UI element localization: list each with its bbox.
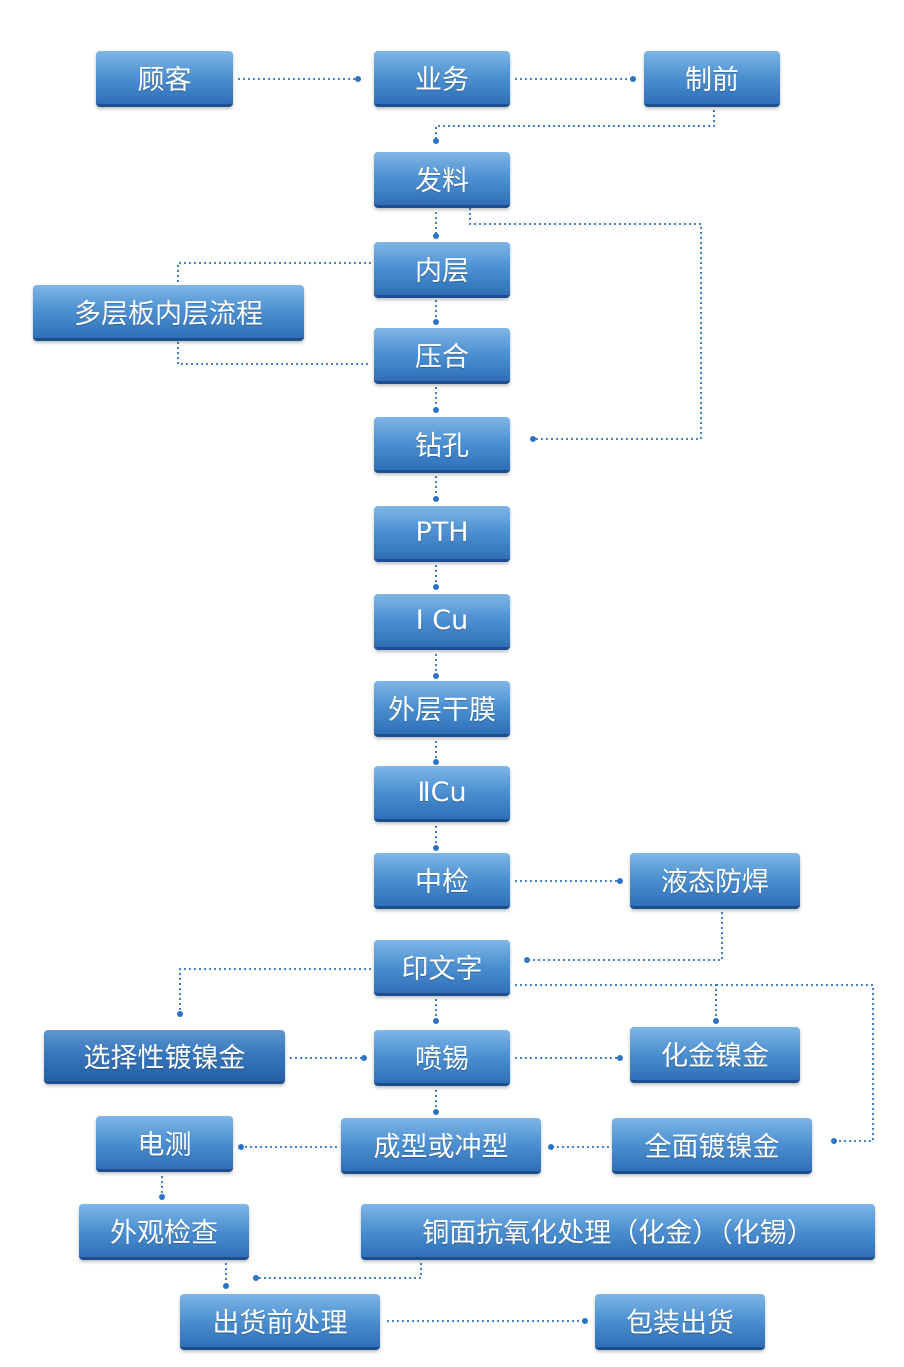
node-full-nickel-gold: 全面镀镍金 [612, 1118, 812, 1174]
connector-material-drilling [469, 208, 702, 440]
node-enig: 化金镍金 [630, 1027, 800, 1083]
node-lamination: 压合 [374, 328, 510, 384]
node-packing-shipping: 包装出货 [595, 1294, 765, 1350]
connector-multilayer-lamination [177, 342, 371, 365]
node-material-issue: 发料 [374, 152, 510, 208]
connector-legend-enig [515, 984, 717, 1021]
node-preproduction: 制前 [644, 51, 780, 107]
connector-dot [582, 1318, 588, 1324]
connector-legend-fullgold [716, 984, 874, 1142]
connector-dot [433, 584, 439, 590]
connector-dot [433, 1018, 439, 1024]
connector-dot [433, 673, 439, 679]
node-sales: 业务 [374, 51, 510, 107]
connector-dot [713, 1018, 719, 1024]
connector-dot [361, 1055, 367, 1061]
node-forming-punching: 成型或冲型 [341, 1118, 541, 1174]
node-multilayer-inner-process: 多层板内层流程 [33, 285, 304, 341]
connector-soldermask-legend [527, 912, 723, 961]
node-outer-dry-film: 外层干膜 [374, 681, 510, 737]
connector-dot [433, 759, 439, 765]
node-drilling: 钻孔 [374, 417, 510, 473]
connector-legend-selective [179, 968, 371, 1014]
connector-dot [355, 76, 361, 82]
connector-dot [617, 878, 623, 884]
node-copper-2: ⅡCu [374, 766, 510, 822]
node-customer: 顾客 [96, 51, 233, 107]
connector-dot [548, 1144, 554, 1150]
connector-dot [253, 1275, 259, 1281]
node-osp: 铜面抗氧化处理（化金）（化锡） [361, 1204, 875, 1260]
connector-preproduction-material [435, 110, 715, 141]
node-pre-shipment: 出货前处理 [180, 1294, 380, 1350]
connector-dot [177, 1011, 183, 1017]
connector-dot [617, 1055, 623, 1061]
connector-dot [433, 319, 439, 325]
connector-dot [630, 76, 636, 82]
connector-dot [433, 233, 439, 239]
node-visual-inspection: 外观检查 [79, 1204, 249, 1260]
node-inner-layer: 内层 [374, 242, 510, 298]
connector-dot [223, 1283, 229, 1289]
connector-dot [530, 436, 536, 442]
connector-dot [831, 1138, 837, 1144]
connector-osp-preship [256, 1263, 422, 1279]
connector-dot [433, 138, 439, 144]
node-selective-nickel-gold: 选择性镀镍金 [44, 1030, 285, 1084]
connector-dot [524, 957, 530, 963]
node-mid-inspection: 中检 [374, 853, 510, 909]
node-legend-print: 印文字 [374, 940, 510, 996]
connector-dot [433, 1109, 439, 1115]
connector-dot [433, 845, 439, 851]
node-electrical-test: 电测 [96, 1116, 233, 1172]
node-hasl: 喷锡 [374, 1030, 510, 1086]
connector-inner-multilayer [177, 262, 371, 285]
connector-dot [238, 1144, 244, 1150]
node-copper-1: I Cu [374, 594, 510, 650]
connector-dot [433, 407, 439, 413]
connector-dot [159, 1194, 165, 1200]
node-pth: PTH [374, 506, 510, 562]
connector-dot [433, 496, 439, 502]
node-liquid-solder-mask: 液态防焊 [630, 853, 800, 909]
